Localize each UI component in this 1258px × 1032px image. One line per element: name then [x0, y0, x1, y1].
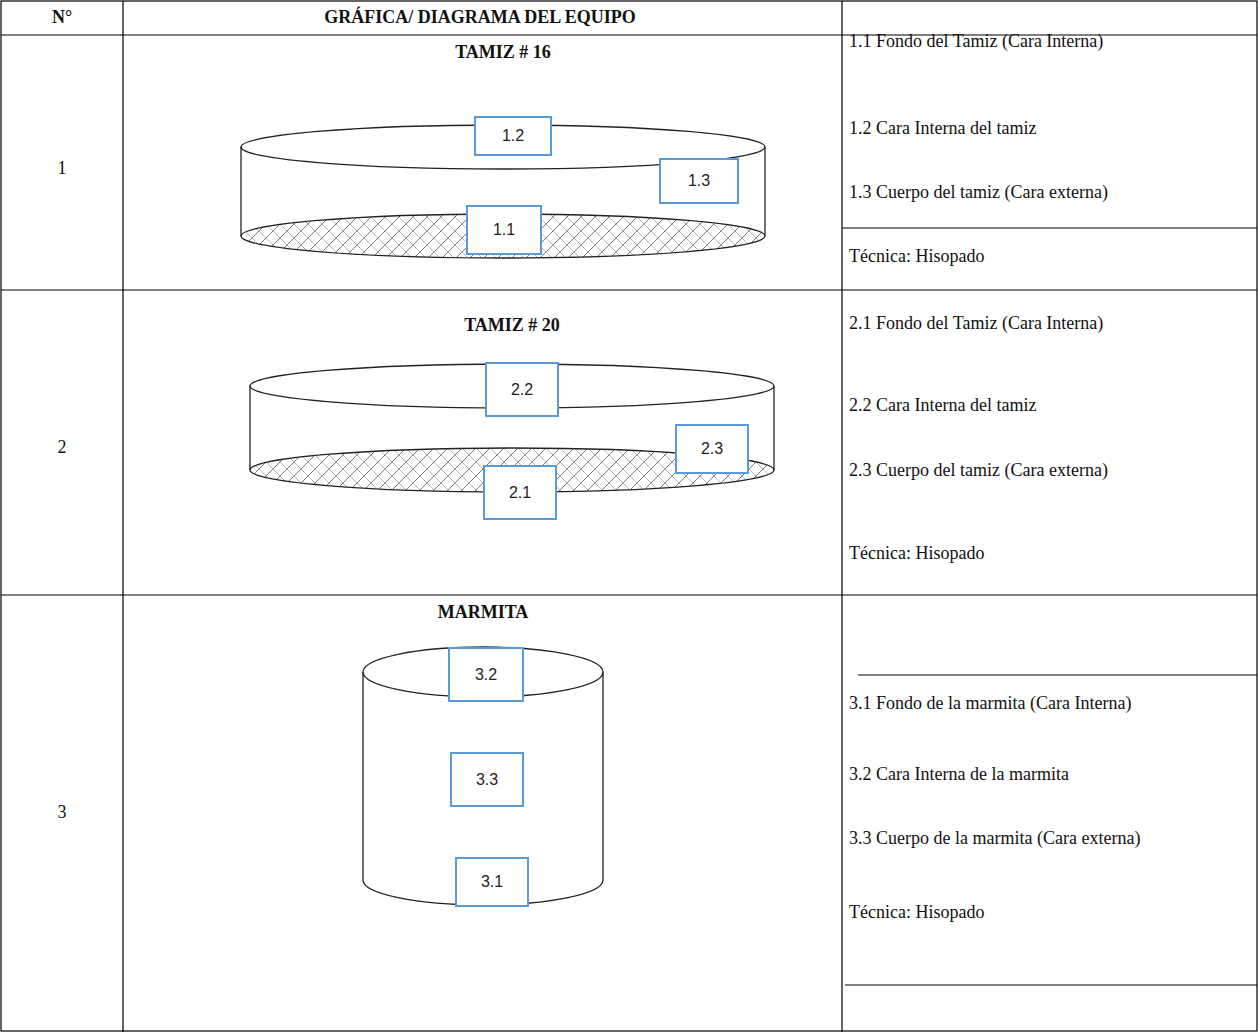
callout-box: 2.3: [675, 424, 749, 474]
technique-note: Técnica: Hisopado: [849, 542, 984, 564]
point-description: 2.3 Cuerpo del tamiz (Cara externa): [849, 459, 1108, 481]
callout-number: 2.2: [511, 381, 533, 399]
technique-note: Técnica: Hisopado: [849, 245, 984, 267]
point-description: 1.1 Fondo del Tamiz (Cara Interna): [849, 30, 1103, 52]
point-description: 2.2 Cara Interna del tamiz: [849, 394, 1036, 416]
point-description: 3.3 Cuerpo de la marmita (Cara externa): [849, 827, 1140, 849]
callout-box: 1.2: [474, 116, 552, 156]
callout-number: 3.3: [476, 771, 498, 789]
callout-box: 2.2: [485, 362, 559, 417]
callout-box: 3.1: [455, 857, 529, 907]
callout-box: 2.1: [483, 465, 557, 520]
header-cell: GRÁFICA/ DIAGRAMA DEL EQUIPO: [324, 6, 636, 28]
callout-number: 3.2: [475, 666, 497, 684]
row-number: 3: [58, 801, 67, 823]
point-description: 3.1 Fondo de la marmita (Cara Interna): [849, 692, 1131, 714]
callout-number: 1.2: [502, 127, 524, 145]
callout-number: 2.1: [509, 484, 531, 502]
callout-number: 1.3: [688, 172, 710, 190]
point-description: 1.2 Cara Interna del tamiz: [849, 117, 1036, 139]
callout-box: 1.3: [659, 158, 739, 204]
callout-number: 2.3: [701, 440, 723, 458]
equipment-title: MARMITA: [438, 601, 529, 623]
technique-note: Técnica: Hisopado: [849, 901, 984, 923]
callout-box: 1.1: [466, 205, 542, 255]
callout-number: 3.1: [481, 873, 503, 891]
equipment-title: TAMIZ # 16: [455, 41, 551, 63]
equipment-title: TAMIZ # 20: [464, 314, 560, 336]
point-description: 3.2 Cara Interna de la marmita: [849, 763, 1069, 785]
row-number: 1: [58, 157, 67, 179]
callout-box: 3.3: [450, 752, 524, 807]
callout-box: 3.2: [448, 647, 524, 702]
header-cell: N°: [52, 6, 72, 28]
row-number: 2: [58, 436, 67, 458]
point-description: 1.3 Cuerpo del tamiz (Cara externa): [849, 181, 1108, 203]
callout-number: 1.1: [493, 221, 515, 239]
point-description: 2.1 Fondo del Tamiz (Cara Interna): [849, 312, 1103, 334]
